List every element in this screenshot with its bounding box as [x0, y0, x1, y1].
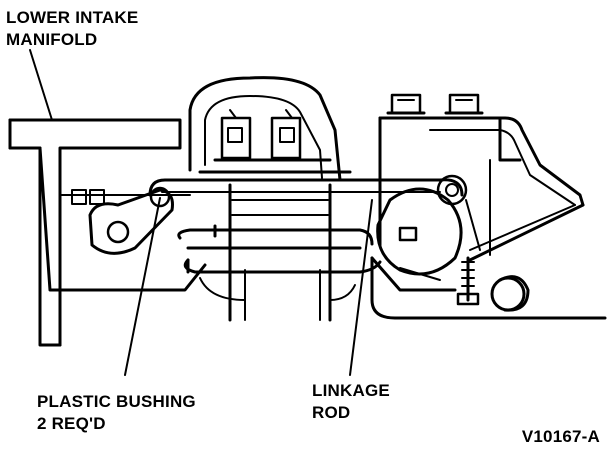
figure-reference: V10167-A	[521, 427, 600, 446]
throttle-lever	[376, 174, 481, 276]
lower-intake-manifold	[8, 118, 207, 347]
label-lower-intake-manifold-1: LOWER INTAKE	[6, 8, 139, 27]
label-plastic-bushing-1: PLASTIC BUSHING	[37, 392, 196, 411]
label-lower-intake-manifold-2: MANIFOLD	[6, 30, 98, 49]
label-linkage-rod-1: LINKAGE	[312, 381, 390, 400]
linkage-rod	[148, 178, 464, 292]
label-plastic-bushing-2: 2 REQ'D	[37, 414, 106, 433]
leader-lines	[29, 49, 373, 376]
valve-assembly	[188, 76, 356, 322]
left-lever	[88, 186, 174, 255]
throttle-cable-bracket	[428, 116, 585, 262]
label-linkage-rod-2: ROD	[312, 403, 351, 422]
